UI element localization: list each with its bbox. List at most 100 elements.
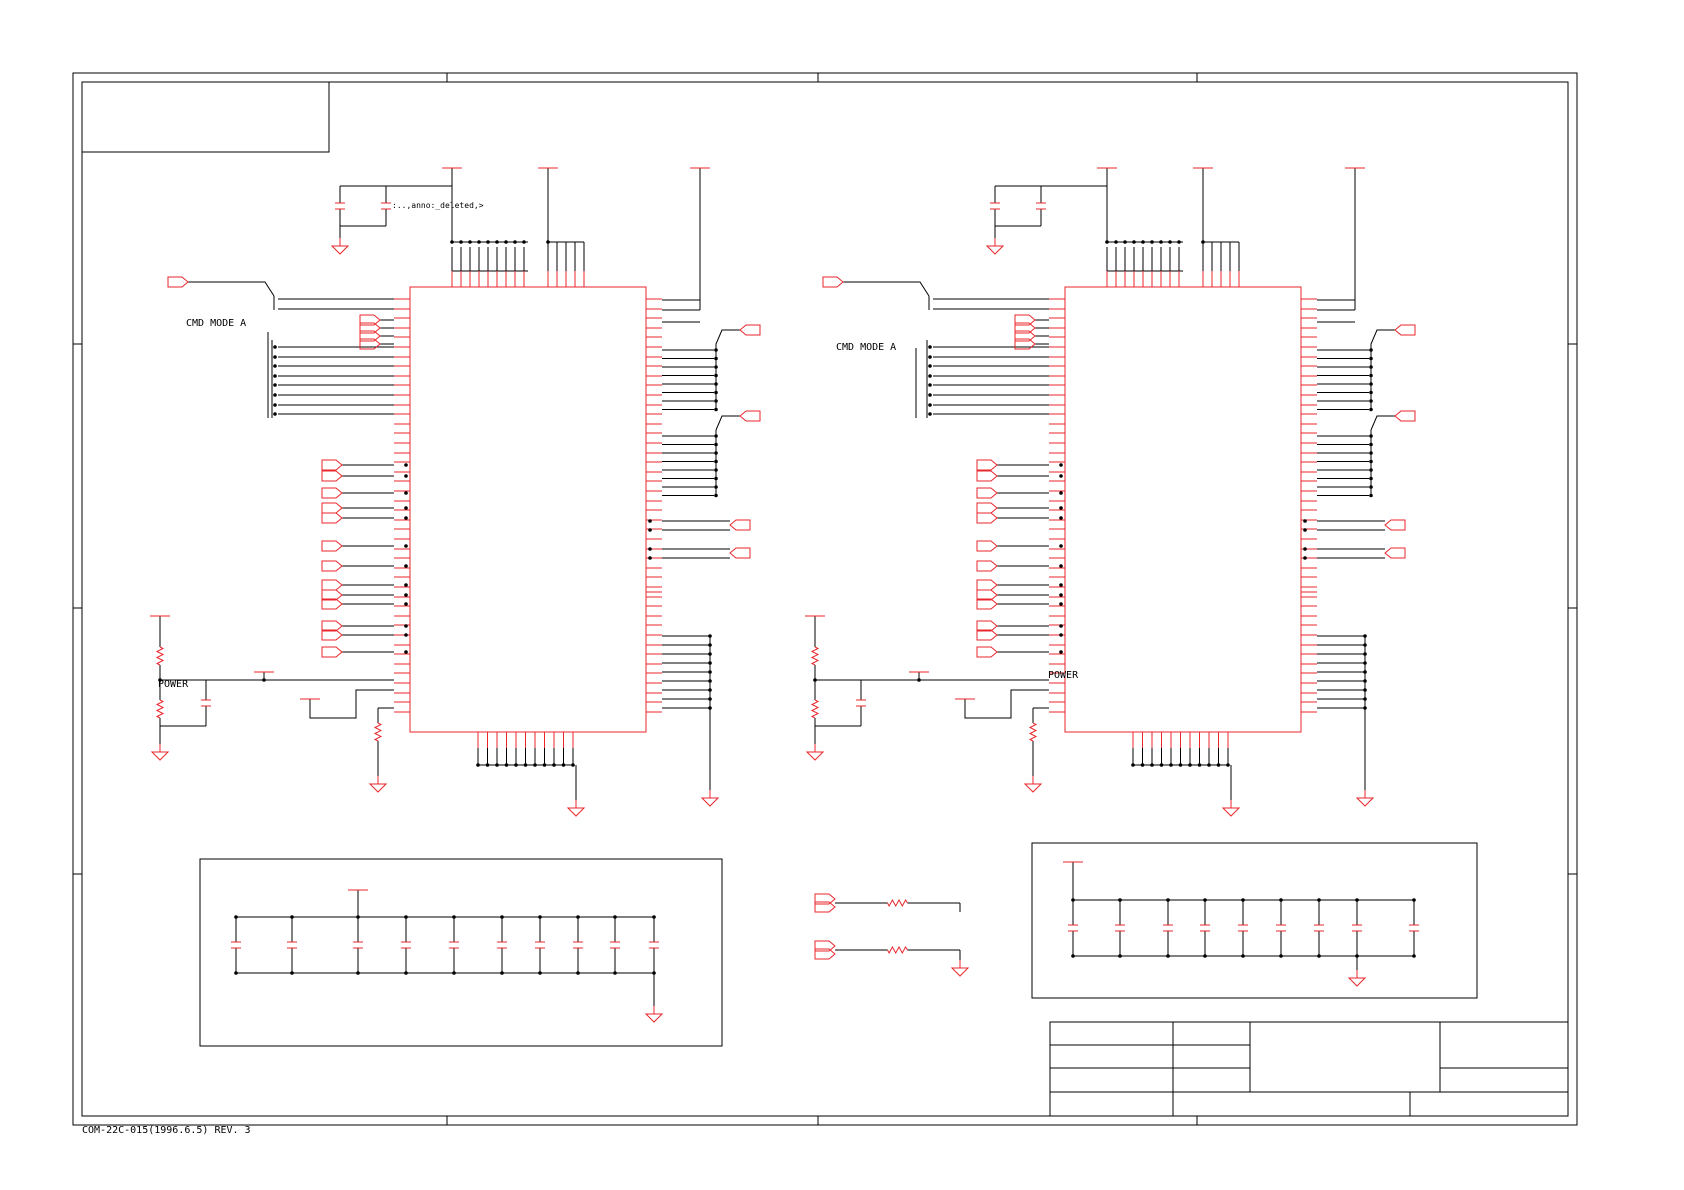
- junction-dot: [1303, 547, 1307, 551]
- ground-symbol: [700, 797, 720, 807]
- junction-dot: [1059, 506, 1063, 510]
- junction-dot: [1166, 954, 1170, 958]
- junction-dot: [928, 403, 932, 407]
- capacitor-bank-box: [1031, 842, 1478, 999]
- junction-dot: [404, 506, 408, 510]
- port-connector: [976, 579, 998, 591]
- junction-dot: [468, 240, 472, 244]
- junction-dot: [576, 915, 580, 919]
- junction-dot: [452, 971, 456, 975]
- port-connector: [321, 646, 343, 658]
- junction-dot: [1303, 528, 1307, 532]
- port-connector: [822, 276, 844, 288]
- junction-dot: [1059, 544, 1063, 548]
- port-connector: [739, 410, 761, 422]
- junction-dot: [522, 240, 526, 244]
- junction-dot: [1059, 583, 1063, 587]
- junction-dot: [1412, 898, 1416, 902]
- port-connector: [976, 487, 998, 499]
- junction-dot: [1169, 763, 1173, 767]
- junction-dot: [1363, 706, 1367, 710]
- junction-dot: [1369, 373, 1373, 378]
- junction-dot: [404, 564, 408, 568]
- junction-dot: [1369, 442, 1373, 447]
- port-connector: [976, 598, 998, 610]
- resistor: [1028, 722, 1038, 742]
- port-connector: [976, 502, 998, 514]
- junction-dot: [708, 679, 712, 683]
- junction-dot: [1369, 451, 1373, 455]
- junction-dot: [714, 390, 718, 395]
- junction-dot: [1071, 898, 1075, 902]
- resistor: [155, 646, 165, 666]
- junction-dot: [514, 763, 518, 767]
- junction-dot: [1216, 763, 1221, 767]
- port-connector: [976, 620, 998, 632]
- junction-dot: [1369, 382, 1373, 386]
- junction-dot: [476, 763, 480, 767]
- junction-dot: [928, 345, 932, 349]
- junction-dot: [404, 915, 408, 919]
- junction-dot: [1303, 519, 1307, 523]
- port-connector: [321, 512, 343, 524]
- junction-dot: [1369, 485, 1373, 489]
- junction-dot: [404, 633, 408, 637]
- junction-dot: [495, 240, 499, 244]
- junction-dot: [1059, 564, 1063, 568]
- junction-dot: [1131, 763, 1135, 767]
- annotation-label: :..,anno:_deleted,>: [392, 201, 484, 210]
- junction-dot: [613, 971, 617, 975]
- junction-dot: [1241, 898, 1245, 902]
- junction-dot: [504, 763, 509, 767]
- junction-dot: [1118, 898, 1122, 902]
- junction-dot: [1369, 434, 1373, 438]
- junction-dot: [714, 399, 718, 403]
- title-block: [1049, 1021, 1569, 1117]
- resistor: [810, 699, 820, 719]
- junction-dot: [813, 678, 817, 682]
- junction-layer: [158, 240, 1416, 975]
- resistor: [887, 898, 908, 908]
- junction-dot: [485, 763, 490, 767]
- ic-body: [409, 286, 647, 733]
- port-connector: [321, 459, 343, 471]
- junction-dot: [1355, 898, 1359, 902]
- junction-dot: [708, 634, 712, 638]
- junction-dot: [538, 915, 542, 919]
- junction-dot: [648, 547, 652, 551]
- junction-dot: [290, 915, 294, 919]
- junction-dot: [1412, 954, 1416, 958]
- port-connector: [321, 629, 343, 641]
- junction-dot: [1355, 954, 1359, 958]
- junction-dot: [546, 240, 550, 244]
- junction-dot: [1279, 898, 1283, 902]
- junction-dot: [290, 971, 294, 975]
- junction-dot: [273, 345, 277, 349]
- ic-body: [1064, 286, 1302, 733]
- junction-dot: [1369, 365, 1373, 369]
- junction-dot: [404, 491, 408, 495]
- power-label-left: POWER: [158, 679, 189, 690]
- junction-dot: [273, 393, 277, 397]
- junction-dot: [1059, 463, 1063, 467]
- junction-dot: [708, 697, 712, 701]
- junction-dot: [1141, 240, 1145, 244]
- port-connector: [976, 459, 998, 471]
- junction-dot: [708, 652, 712, 656]
- junction-dot: [1140, 763, 1145, 767]
- junction-dot: [1159, 240, 1163, 244]
- junction-dot: [234, 915, 238, 919]
- junction-dot: [576, 971, 580, 975]
- port-connector: [976, 646, 998, 658]
- junction-dot: [404, 602, 408, 606]
- junction-dot: [714, 407, 718, 412]
- port-connector: [814, 901, 836, 913]
- port-connector: [321, 470, 343, 482]
- junction-dot: [1059, 624, 1063, 628]
- junction-dot: [1203, 954, 1207, 958]
- junction-dot: [1059, 491, 1063, 495]
- junction-dot: [1363, 679, 1367, 683]
- cmd-mode-label-right: CMD MODE A: [836, 342, 896, 353]
- junction-dot: [1188, 763, 1192, 767]
